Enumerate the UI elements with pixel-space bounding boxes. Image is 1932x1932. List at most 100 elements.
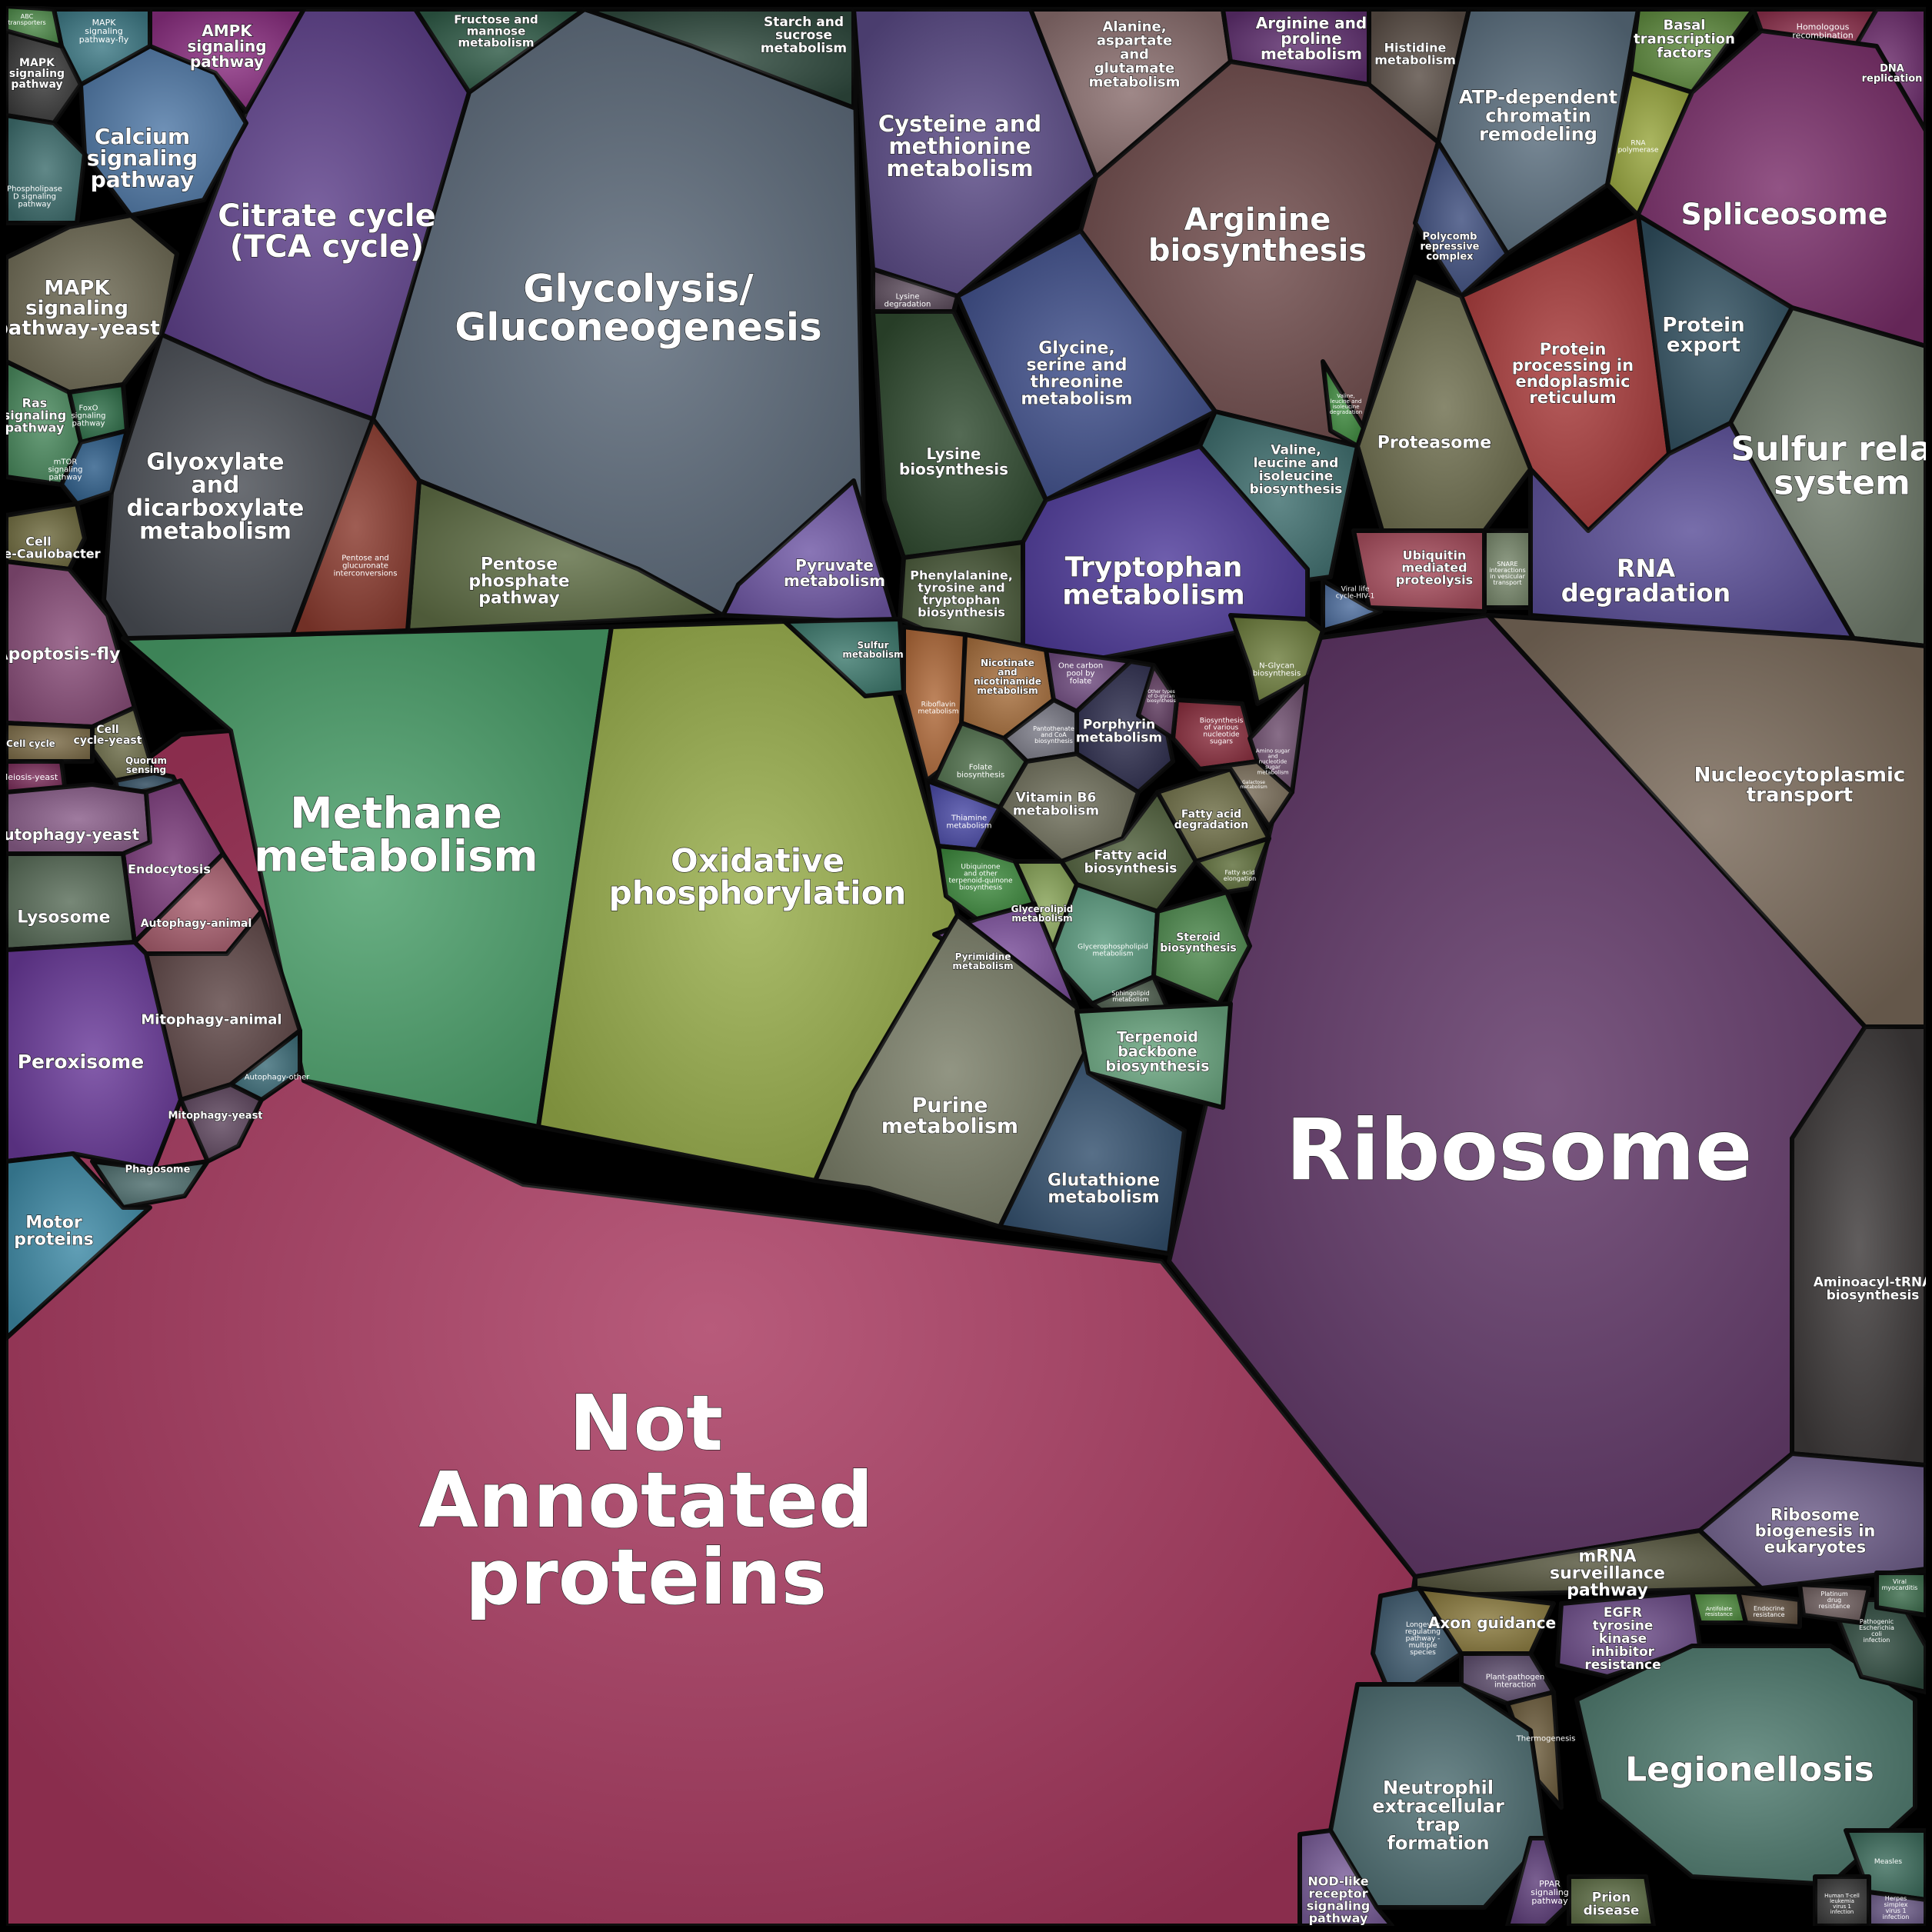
- cell-label-autophagy-animal: Autophagy-animal: [141, 918, 252, 930]
- cell-label-citrate: Citrate cycle(TCA cycle): [218, 198, 435, 265]
- cell-label-peroxisome: Peroxisome: [18, 1051, 145, 1073]
- cell-lysosome[interactable]: [4, 851, 137, 952]
- cell-label-legionellosis: Legionellosis: [1625, 1750, 1874, 1789]
- cell-label-ribosome: Ribosome: [1286, 1101, 1753, 1200]
- cell-label-cellcycle: Cell cycle: [6, 738, 55, 749]
- cell-label-measles: Measles: [1874, 1858, 1903, 1866]
- cell-label-axon: Axon guidance: [1428, 1614, 1556, 1632]
- cell-label-glycolysis: Glycolysis/Gluconeogenesis: [455, 267, 822, 350]
- cell-label-autophagy-other: Autophagy-other: [245, 1074, 310, 1082]
- cell-label-spliceosome: Spliceosome: [1681, 197, 1887, 231]
- cell-label-lysosome: Lysosome: [17, 908, 110, 928]
- cell-label-phagosome: Phagosome: [125, 1164, 191, 1176]
- cell-label-apoptosis-fly: Apoptosis-fly: [0, 645, 120, 665]
- cell-label-mitophagy-animal: Mitophagy-animal: [141, 1011, 281, 1028]
- cell-label-meiosis: Meiosis-yeast: [1, 772, 58, 782]
- cell-label-endocytosis: Endocytosis: [128, 862, 211, 877]
- cell-label-mitophagy-yeast: Mitophagy-yeast: [168, 1111, 262, 1122]
- cell-label-autophagy-yeast: Autophagy-yeast: [0, 825, 140, 844]
- cell-shape-lysosome[interactable]: [4, 851, 137, 952]
